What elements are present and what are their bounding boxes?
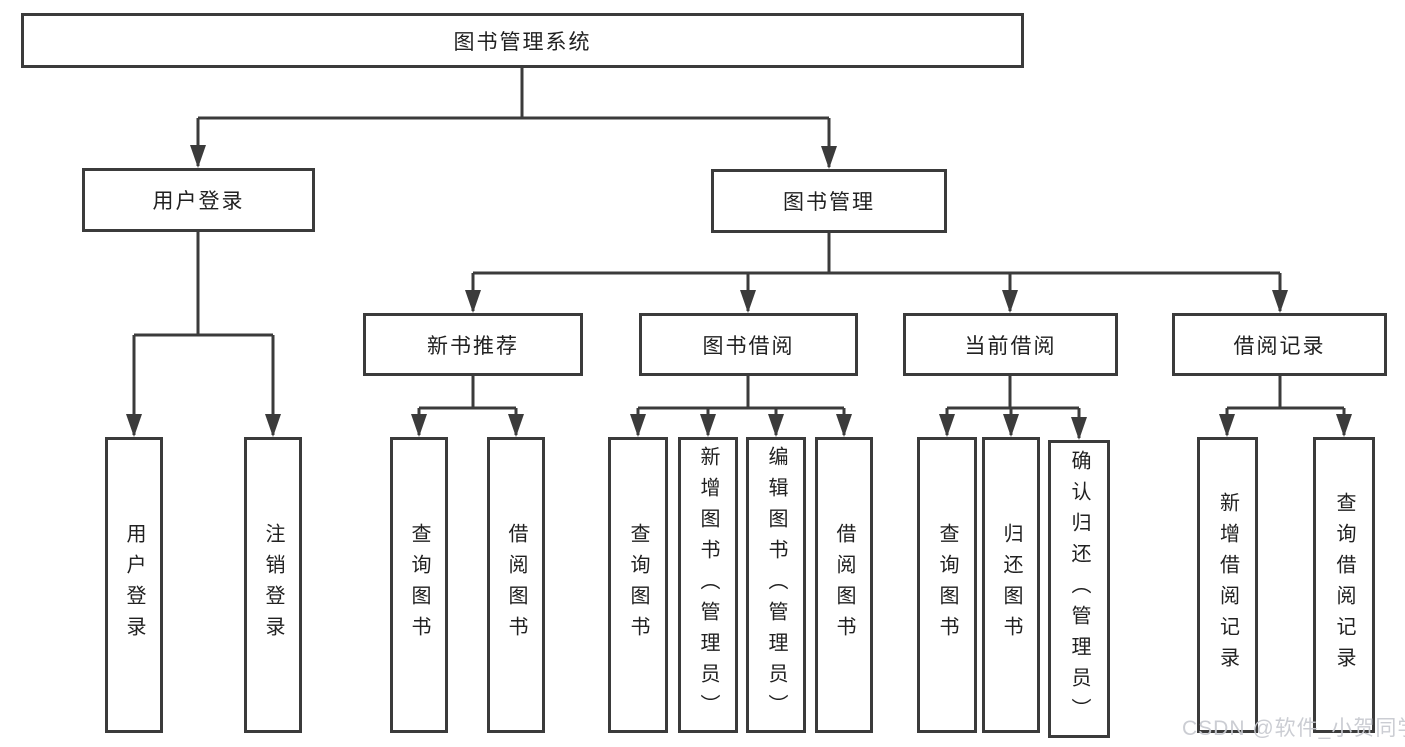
leaf-label: 归还图书 <box>1000 523 1022 647</box>
leaf-label: 查询图书 <box>936 523 958 647</box>
node-new-book-recommendation: 新书推荐 <box>363 313 583 376</box>
connector-book-management-to-level3 <box>471 233 1282 311</box>
arrowhead <box>508 414 524 437</box>
arrowhead <box>1219 414 1235 437</box>
connector-root-to-level2 <box>196 68 831 167</box>
node-book-borrowing: 图书借阅 <box>639 313 858 376</box>
arrowhead <box>700 414 716 437</box>
leaf-label: 查询图书 <box>408 523 430 647</box>
leaf-confirm-return-admin: 确认归还（管理员） <box>1048 440 1110 738</box>
node-label: 新书推荐 <box>427 334 519 358</box>
arrowhead <box>768 414 784 437</box>
connector-new-book-to-leaves <box>417 376 518 435</box>
node-library-management-system: 图书管理系统 <box>21 13 1024 68</box>
connector-book-borrowing-to-leaves <box>636 376 846 435</box>
leaf-label: 查询图书 <box>627 523 649 647</box>
arrowhead <box>836 414 852 437</box>
leaf-label: 借阅图书 <box>833 523 855 647</box>
arrowhead <box>265 414 281 437</box>
arrowhead <box>939 414 955 437</box>
leaf-label: 确认归还（管理员） <box>1068 449 1090 729</box>
leaf-add-book-admin: 新增图书（管理员） <box>678 437 738 733</box>
leaf-logout: 注销登录 <box>244 437 302 733</box>
leaf-borrow-books-recommend: 借阅图书 <box>487 437 545 733</box>
leaf-label: 编辑图书（管理员） <box>765 445 787 725</box>
leaf-user-login: 用户登录 <box>105 437 163 733</box>
connector-user-login-to-leaves <box>132 232 275 435</box>
arrowhead <box>1002 290 1018 313</box>
leaf-label: 新增借阅记录 <box>1216 492 1239 678</box>
node-borrowing-records: 借阅记录 <box>1172 313 1387 376</box>
connector-borrowing-records-to-leaves <box>1225 376 1346 435</box>
arrowhead <box>1336 414 1352 437</box>
node-user-login: 用户登录 <box>82 168 315 232</box>
arrowhead <box>821 146 837 169</box>
leaf-label: 借阅图书 <box>505 523 527 647</box>
arrowhead <box>1272 290 1288 313</box>
arrowhead <box>740 290 756 313</box>
leaf-label: 新增图书（管理员） <box>697 445 719 725</box>
leaf-query-books-current: 查询图书 <box>917 437 977 733</box>
arrowhead <box>126 414 142 437</box>
csdn-watermark: CSDN @软件_小贺同学 <box>1182 717 1405 740</box>
arrowhead <box>190 145 206 168</box>
leaf-add-borrow-record: 新增借阅记录 <box>1197 437 1258 733</box>
node-book-management: 图书管理 <box>711 169 947 233</box>
node-label: 图书管理系统 <box>453 30 592 54</box>
arrowhead <box>630 414 646 437</box>
node-current-borrowing: 当前借阅 <box>903 313 1118 376</box>
node-label: 用户登录 <box>152 190 245 213</box>
arrowhead <box>465 290 481 313</box>
arrowhead <box>1003 414 1019 437</box>
leaf-query-books-borrow: 查询图书 <box>608 437 668 733</box>
leaf-label: 查询借阅记录 <box>1333 492 1355 678</box>
node-label: 当前借阅 <box>964 334 1057 358</box>
leaf-return-book: 归还图书 <box>982 437 1040 733</box>
leaf-label: 注销登录 <box>262 523 284 647</box>
leaf-edit-book-admin: 编辑图书（管理员） <box>746 437 806 733</box>
leaf-label: 用户登录 <box>123 523 145 647</box>
leaf-query-books-recommend: 查询图书 <box>390 437 448 733</box>
node-label: 图书管理 <box>783 191 875 214</box>
arrowhead <box>1071 417 1087 440</box>
node-label: 图书借阅 <box>702 334 795 358</box>
leaf-query-borrow-record: 查询借阅记录 <box>1313 437 1375 733</box>
arrowhead <box>411 414 427 437</box>
node-label: 借阅记录 <box>1233 334 1326 358</box>
leaf-borrow-books: 借阅图书 <box>815 437 873 733</box>
